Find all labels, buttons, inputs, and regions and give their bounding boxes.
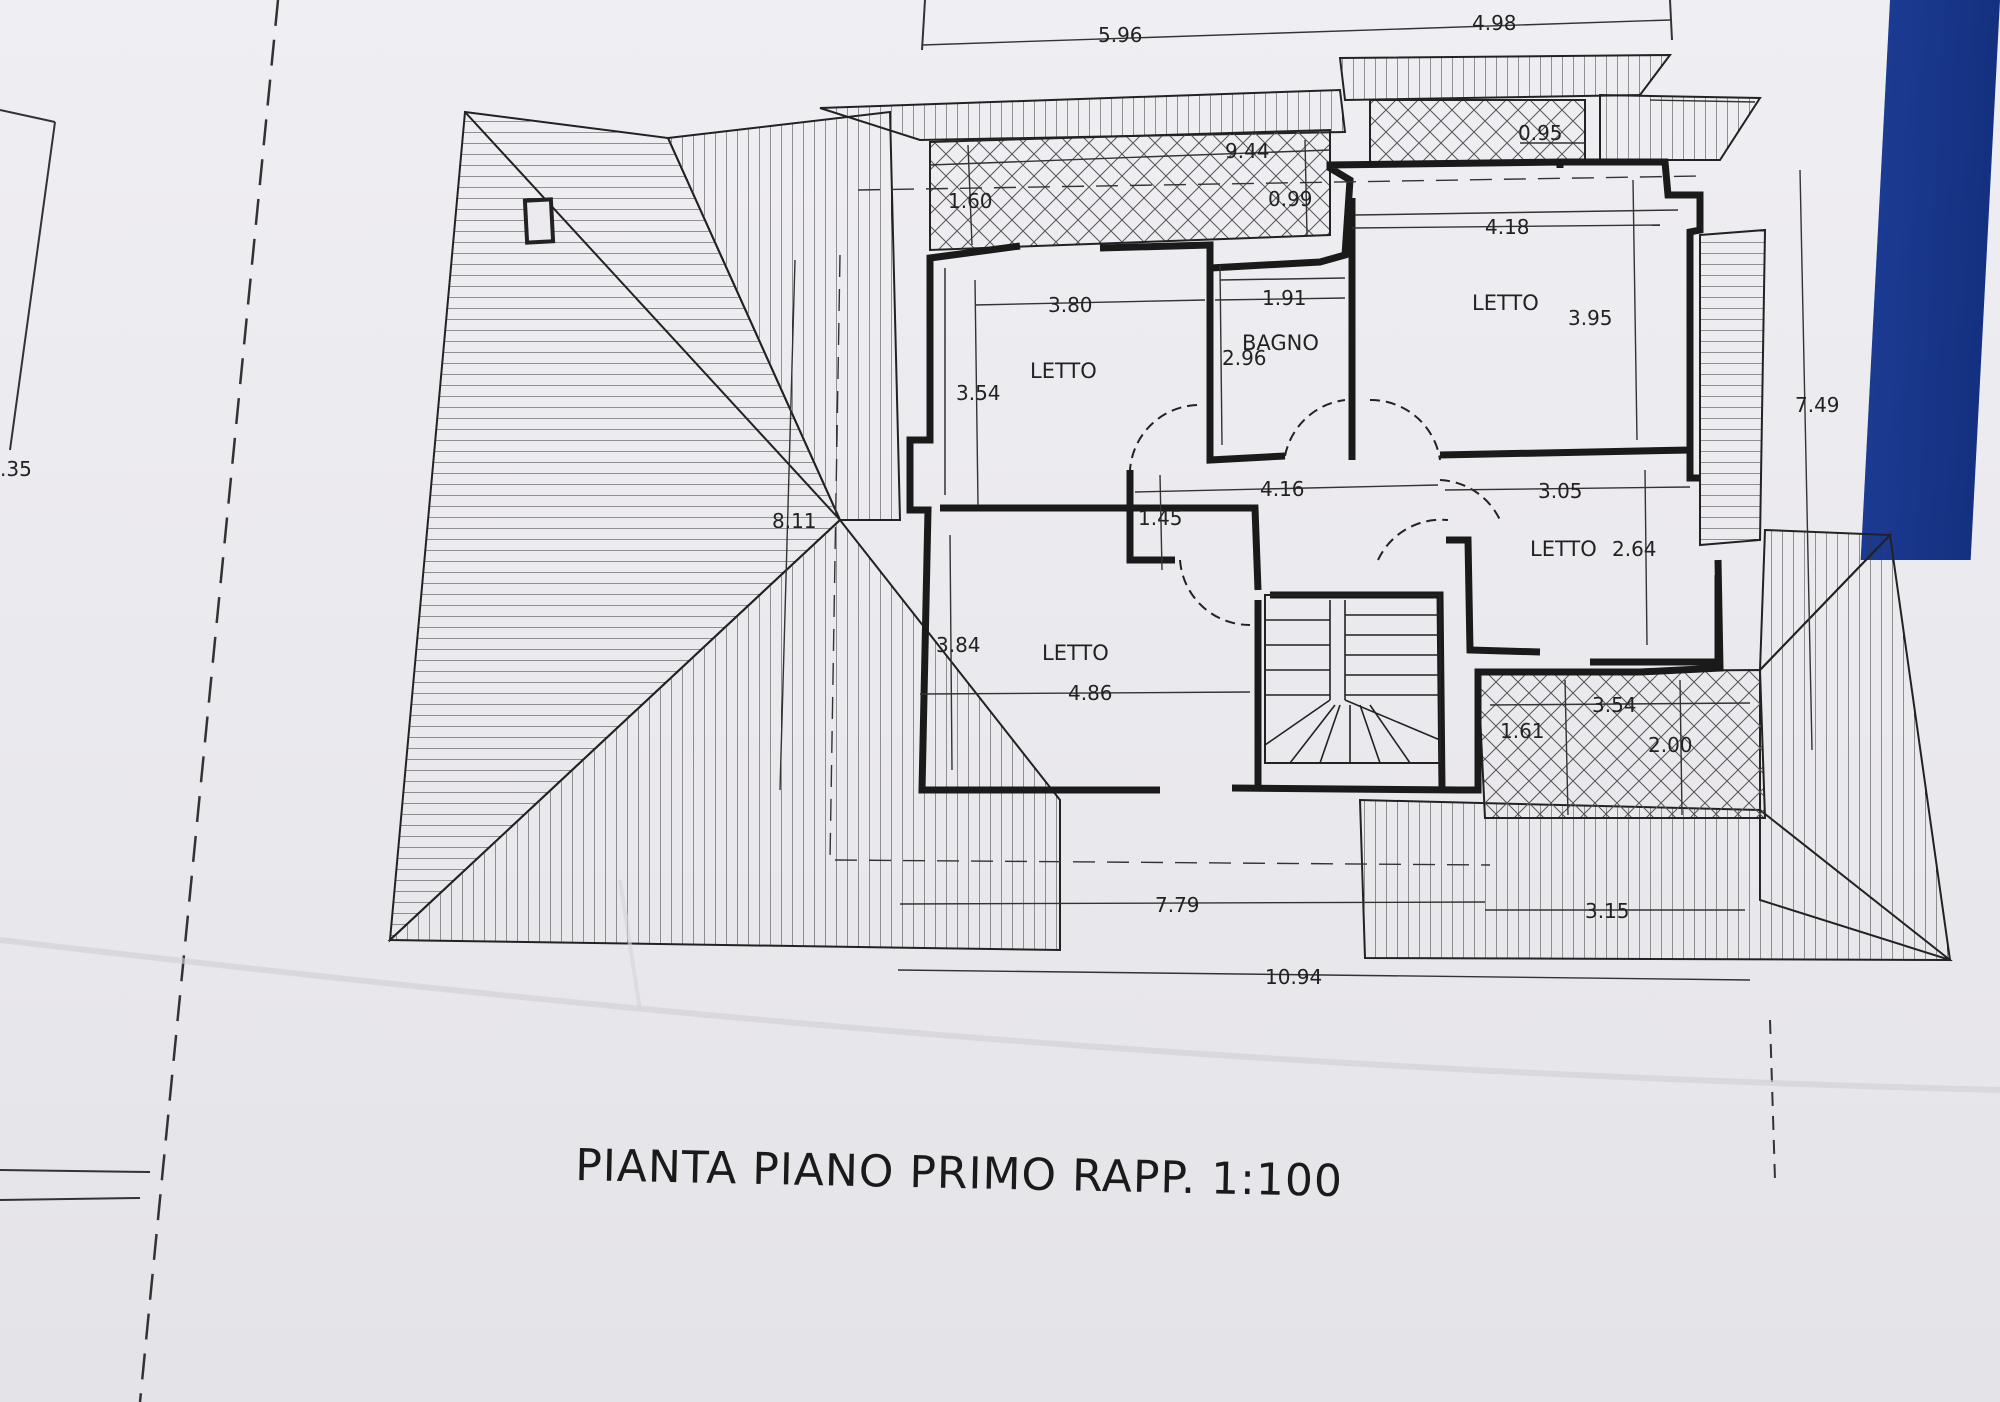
door-swings — [1129, 398, 1501, 627]
dim-1-91: 1.91 — [1262, 286, 1307, 310]
dim-3-95: 3.95 — [1568, 306, 1613, 330]
dim-8-11: 8.11 — [772, 509, 817, 533]
wall-shadow-lines — [944, 209, 1679, 495]
dim-3-15: 3.15 — [1585, 899, 1630, 923]
paper-fold — [0, 879, 2000, 1093]
dim-4-98: 4.98 — [1472, 11, 1517, 35]
room-labels: LETTO BAGNO LETTO LETTO LETTO — [1030, 291, 1597, 665]
dim-4-86: 4.86 — [1068, 681, 1113, 705]
dim-2-64: 2.64 — [1612, 537, 1657, 561]
roof-right — [1358, 228, 1953, 962]
dim-3-84: 3.84 — [936, 633, 981, 657]
dim-4-18: 4.18 — [1485, 215, 1530, 239]
dim-7-49: 7.49 — [1795, 393, 1840, 417]
page-frame-lines — [0, 0, 1776, 1402]
dimension-labels: 5.96 4.98 9.44 0.95 1.60 0.99 4.18 3.95 … — [0, 11, 1840, 989]
terraces — [929, 99, 1767, 819]
staircase — [1264, 594, 1441, 764]
dim-0-95: 0.95 — [1518, 121, 1563, 145]
dim-3-54-a: 3.54 — [956, 381, 1001, 405]
dim-7-79: 7.79 — [1155, 893, 1200, 917]
dim-3-05: 3.05 — [1538, 479, 1583, 503]
room-label-letto-bottom-left: LETTO — [1042, 641, 1109, 665]
dim-10-94: 10.94 — [1265, 965, 1322, 989]
dim-3-80: 3.80 — [1048, 293, 1093, 317]
dim-1-61: 1.61 — [1500, 719, 1545, 743]
room-label-letto-top-right: LETTO — [1472, 291, 1539, 315]
drawing-title: PIANTA PIANO PRIMO RAPP. 1:100 — [575, 1140, 1344, 1207]
room-label-bagno: BAGNO — [1242, 331, 1319, 355]
dim-4-16: 4.16 — [1260, 477, 1305, 501]
dim-5-96: 5.96 — [1098, 23, 1143, 47]
roof-left — [387, 110, 1061, 952]
dim-35: .35 — [0, 457, 32, 481]
dim-0-99: 0.99 — [1268, 187, 1313, 211]
dim-1-45: 1.45 — [1138, 506, 1183, 530]
dim-9-44: 9.44 — [1225, 139, 1270, 163]
dim-1-60: 1.60 — [948, 189, 993, 213]
walls — [906, 158, 1724, 794]
dimension-lines — [779, 19, 1813, 981]
dim-2-00: 2.00 — [1648, 733, 1693, 757]
dim-2-96: 2.96 — [1222, 346, 1267, 370]
room-label-letto-right: LETTO — [1530, 537, 1597, 561]
dim-3-54-b: 3.54 — [1592, 693, 1637, 717]
roof-top — [819, 53, 1762, 161]
room-label-letto-top-left: LETTO — [1030, 359, 1097, 383]
